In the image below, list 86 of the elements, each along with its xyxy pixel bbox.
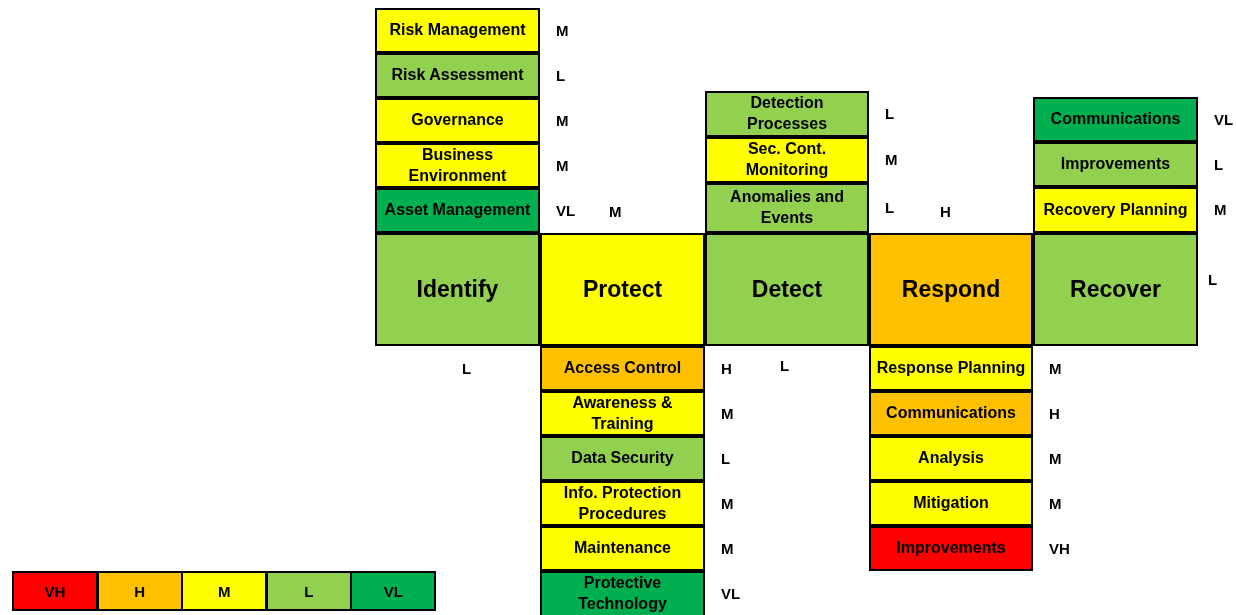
category-box bbox=[375, 143, 540, 188]
rating-label: M bbox=[556, 111, 569, 130]
function-name: Recover bbox=[1069, 274, 1162, 304]
category-name: Governance bbox=[410, 110, 505, 131]
category-name: Improvements bbox=[1059, 154, 1172, 175]
function-name: Respond bbox=[900, 274, 1002, 304]
category-name: Mitigation bbox=[912, 493, 990, 514]
category-box bbox=[869, 526, 1033, 571]
function-name: Protect bbox=[581, 274, 664, 304]
category-box bbox=[540, 391, 705, 436]
rating-label: H bbox=[1049, 404, 1060, 423]
rating-label: L bbox=[721, 449, 731, 468]
category-name: Improvements bbox=[895, 538, 1007, 559]
category-name: Recovery Planning bbox=[1042, 199, 1189, 220]
function-box bbox=[705, 233, 869, 346]
category-name: Analysis bbox=[917, 448, 985, 469]
category-box bbox=[540, 481, 705, 526]
category-name: Asset Management bbox=[383, 200, 532, 221]
rating-label: M bbox=[609, 203, 622, 221]
category-name: Anomalies and Events bbox=[729, 187, 845, 228]
rating-label: VL bbox=[556, 201, 576, 220]
rating-label: VL bbox=[721, 585, 741, 603]
function-box bbox=[540, 233, 705, 346]
function-box bbox=[375, 233, 540, 346]
category-name: Protective Technology bbox=[577, 573, 668, 614]
function-box bbox=[869, 233, 1033, 346]
category-box bbox=[705, 137, 869, 183]
category-name: Risk Assessment bbox=[390, 65, 525, 86]
category-box bbox=[375, 53, 540, 98]
category-name: Info. Protection Procedures bbox=[562, 482, 683, 524]
rating-label: M bbox=[1049, 359, 1062, 378]
rating-label: L bbox=[1208, 271, 1218, 289]
category-box bbox=[1033, 97, 1198, 142]
rating-label: M bbox=[1049, 449, 1062, 468]
rating-label: M bbox=[556, 156, 569, 175]
function-name: Identify bbox=[415, 274, 500, 304]
category-box bbox=[540, 436, 705, 481]
category-name: Awareness & Training bbox=[571, 392, 674, 434]
category-box bbox=[869, 391, 1033, 436]
rating-label: H bbox=[721, 359, 732, 378]
category-name: Maintenance bbox=[573, 538, 672, 559]
rating-label: VH bbox=[1049, 539, 1070, 558]
rating-label: M bbox=[1049, 494, 1062, 513]
category-box bbox=[705, 91, 869, 137]
rating-label: L bbox=[1214, 155, 1224, 174]
legend-label: L bbox=[304, 582, 314, 600]
category-box bbox=[540, 571, 705, 615]
rating-label: M bbox=[721, 539, 734, 558]
category-name: Sec. Cont. Monitoring bbox=[744, 139, 830, 180]
legend-label: VH bbox=[44, 582, 66, 600]
category-box bbox=[375, 8, 540, 53]
function-box bbox=[1033, 233, 1198, 346]
rating-label: VL bbox=[1214, 110, 1234, 129]
rating-label: L bbox=[556, 66, 566, 85]
category-box bbox=[375, 98, 540, 143]
category-box bbox=[1033, 142, 1198, 187]
rating-label: L bbox=[885, 199, 895, 217]
legend-label: H bbox=[134, 582, 145, 600]
legend-label: M bbox=[217, 582, 231, 600]
rating-label: M bbox=[556, 21, 569, 40]
rating-label: M bbox=[721, 494, 734, 513]
category-box bbox=[540, 346, 705, 391]
category-name: Response Planning bbox=[875, 358, 1027, 379]
category-box bbox=[869, 481, 1033, 526]
category-box bbox=[705, 183, 869, 233]
category-name: Business Environment bbox=[407, 144, 508, 186]
rating-label: L bbox=[462, 360, 472, 378]
legend-label: VL bbox=[383, 582, 403, 600]
category-name: Access Control bbox=[562, 358, 683, 379]
rating-label: H bbox=[940, 203, 951, 221]
rating-label: L bbox=[885, 105, 895, 123]
rating-label: M bbox=[1214, 201, 1227, 219]
category-box bbox=[375, 188, 540, 233]
rating-label: M bbox=[721, 404, 734, 423]
category-name: Risk Management bbox=[388, 20, 527, 41]
category-box bbox=[1033, 187, 1198, 233]
category-box bbox=[869, 436, 1033, 481]
category-name: Data Security bbox=[570, 448, 675, 469]
rating-label: L bbox=[780, 357, 790, 375]
function-name: Detect bbox=[750, 274, 824, 304]
category-box bbox=[540, 526, 705, 571]
category-box bbox=[869, 346, 1033, 391]
rating-label: M bbox=[885, 151, 898, 169]
category-name: Communications bbox=[1049, 109, 1182, 130]
category-name: Communications bbox=[885, 403, 1017, 424]
category-name: Detection Processes bbox=[745, 93, 829, 134]
